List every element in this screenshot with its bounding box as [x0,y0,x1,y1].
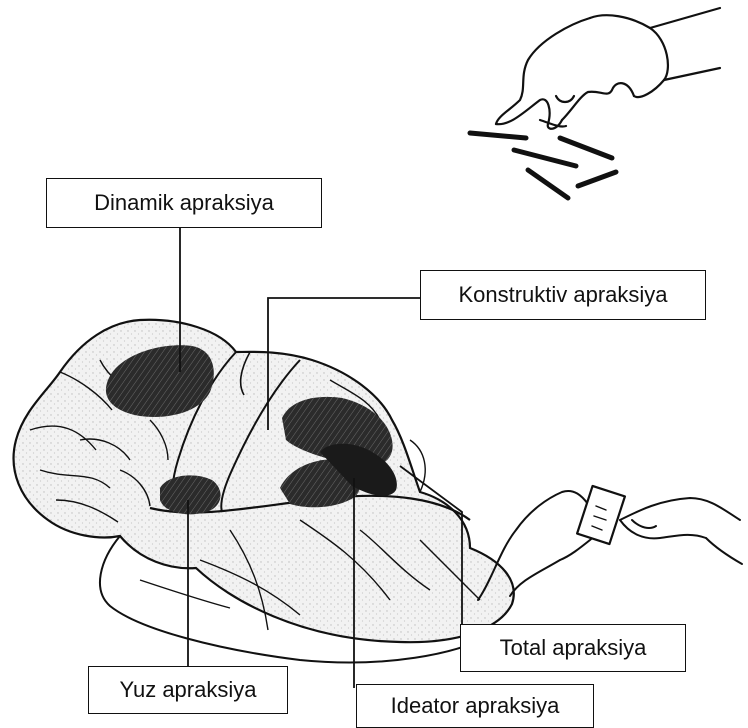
label-dynamic-apraxia: Dinamik apraksiya [46,178,322,228]
label-total-apraxia: Total apraksiya [460,624,686,672]
cerebrum-outline [14,320,514,642]
sticks-icon [470,133,616,198]
label-ideational-apraxia: Ideator apraksiya [356,684,594,728]
label-face-apraxia: Yuz apraksiya [88,666,288,714]
box-icon [577,486,625,544]
hands-holding-box-icon [478,486,742,600]
brain-illustration [14,320,514,663]
hand-arranging-sticks-icon [496,8,720,129]
label-constructive-apraxia: Konstruktiv apraksiya [420,270,706,320]
lesion-face [160,475,221,514]
